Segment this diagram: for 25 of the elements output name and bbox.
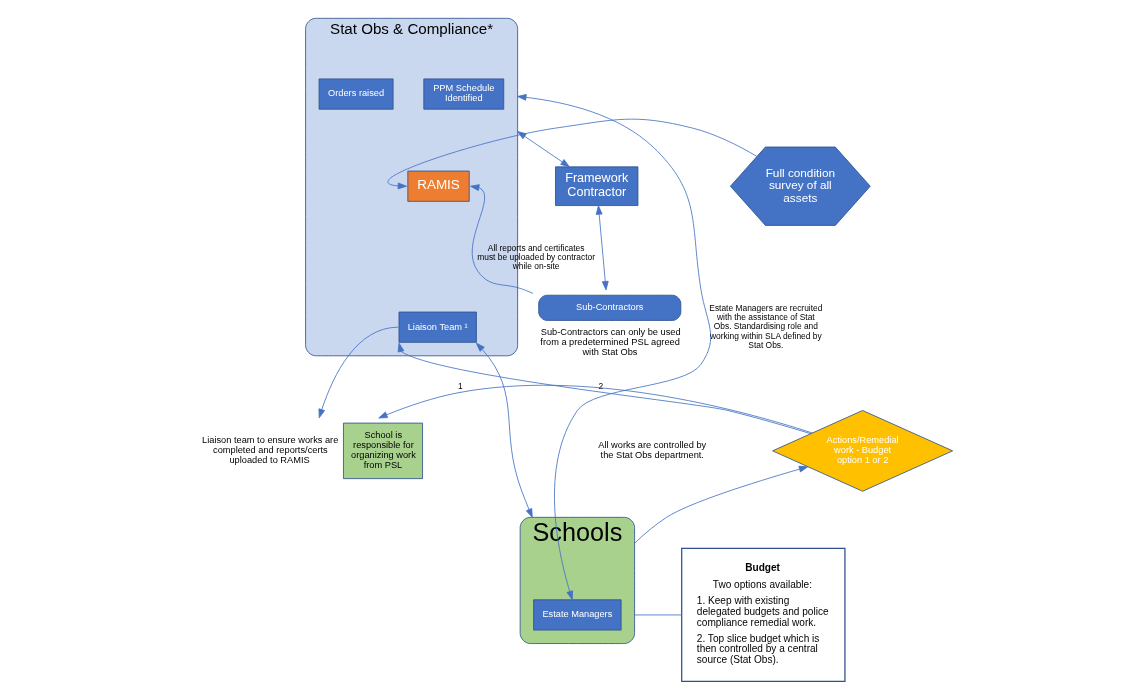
connector bbox=[634, 614, 682, 616]
arrow bbox=[318, 326, 399, 419]
arrow bbox=[517, 94, 712, 601]
arrow bbox=[387, 118, 758, 190]
arrow bbox=[475, 342, 533, 518]
node-box: Budget Two options available: 1. Keep with existing delegated budgets and police compliance remedial work. 2. Top slice budget which is then controlled by a central source (Stat Obs). bbox=[681, 547, 846, 683]
arrow bbox=[378, 384, 813, 434]
node-box: Estate Managers bbox=[533, 599, 622, 631]
label: All works are controlled by the Stat Obs department. bbox=[598, 440, 707, 461]
node-box: Framework Contractor bbox=[555, 166, 639, 206]
arrow bbox=[595, 205, 609, 291]
node-diamond: Actions/Remedial work - Budget option 1 or 2 bbox=[772, 410, 954, 492]
node-box: Liaison Team ¹ bbox=[398, 311, 477, 343]
node-box: Orders raised bbox=[318, 78, 394, 110]
edge-label: 2 bbox=[598, 381, 604, 392]
arrow bbox=[470, 184, 534, 294]
node-label: Sub-Contractors can only be used from a predetermined PSL agreed with Stat Obs bbox=[540, 326, 681, 357]
edge-label: 1 bbox=[458, 381, 463, 392]
arrow bbox=[634, 465, 809, 544]
edge-label: Estate Managers are recruited with the assistance of Stat Obs. Standardising role and working within SLA defined by Stat Obs. bbox=[709, 302, 823, 350]
arrow bbox=[397, 342, 812, 435]
node-label: Liaison team to ensure works are completed and reports/certs uploaded to RAMIS bbox=[202, 435, 339, 466]
arrow bbox=[517, 131, 570, 168]
node-box: RAMIS bbox=[407, 170, 470, 202]
node-box: PPM Schedule Identified bbox=[423, 78, 505, 110]
